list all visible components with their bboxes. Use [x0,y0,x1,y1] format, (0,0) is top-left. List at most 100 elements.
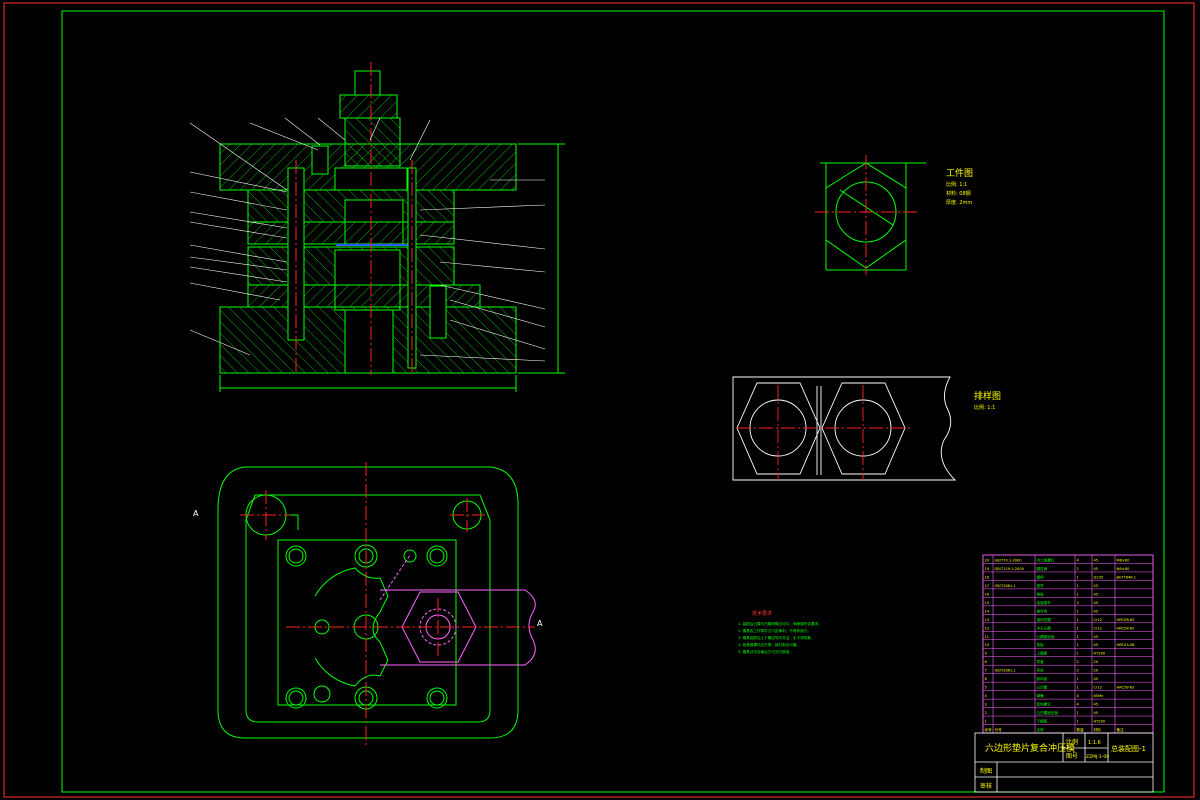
parts-list-cell: 13 [985,618,990,622]
parts-list-cell: 1 [1077,584,1079,588]
parts-list-cell: 4 [1077,703,1080,707]
parts-list-cell: HT200 [1094,720,1106,724]
parts-list-cell: 1 [1077,677,1079,681]
parts-list-cell: 45 [1094,711,1099,715]
workpiece-line-2: 材料: 08钢 [946,190,971,197]
parts-list-cell: 1 [1077,686,1079,690]
parts-list-cell: 18 [985,575,990,579]
parts-list-cell: 卸料板 [1037,676,1048,681]
outer-frame [3,2,1195,798]
parts-list-cell: 1 [1077,609,1079,613]
notes-item-3: 3. 模具装配后上下模应导向灵活，无卡滞现象。 [738,635,814,640]
scale-label: 比例 [1066,738,1078,746]
parts-list-cell: 圆柱销 [1037,566,1048,571]
parts-list-cell: 2 [1077,660,1079,664]
parts-list-cell: 代号 [995,727,1003,732]
parts-list-cell: 17 [985,584,990,588]
parts-list-cell: 45 [1094,601,1099,605]
parts-list-cell: 45 [1094,609,1099,613]
strip-layout-line-1: 比例: 1:1 [974,404,995,411]
parts-list-cell: 推件块 [1037,608,1048,613]
parts-list-cell: Φ8×60 [1117,567,1130,571]
parts-list-cell: 45 [1094,567,1099,571]
parts-list-cell: 16 [985,592,990,596]
section-view [189,62,565,392]
parts-list-cell: 1 [1077,652,1079,656]
lower-die-outline [217,466,519,739]
checker-label: 审核 [980,782,992,790]
parts-list-cell: 导柱 [1037,668,1045,673]
parts-list-cell: 4 [1077,694,1080,698]
parts-list-cell: 5 [985,686,987,690]
workpiece-view [815,155,926,275]
design-title: 六边形垫片复合冲压模 [985,742,1075,754]
section-label-right: A [537,619,543,628]
parts-list-cell: HRC58-62 [1117,618,1135,622]
parts-list-cell: 内六角螺钉 [1037,557,1055,562]
parts-list-cell: 冲孔凸模 [1037,625,1052,630]
parts-list-cell: 凸凹模固定板 [1037,710,1059,715]
parts-list-cell: 4 [985,694,988,698]
sheet-value: ZZMJ-1-00 [1086,754,1109,760]
parts-list-cell: 14 [985,609,990,613]
parts-list-cell: GB/T119.1-2000 [995,567,1025,571]
strip-layout-view [732,376,957,481]
parts-list-cell: 弹簧 [1037,693,1045,698]
notes-item-5: 5. 模具试冲合格后方可交付使用。 [738,649,793,654]
workpiece-line-1: 比例: 1:1 [946,181,967,188]
parts-list-cell: 落料凹模 [1037,617,1052,622]
technical-notes: 技术要求 1. 装配后凸模与凹模间隙应均匀，间隙值符合要求。 2. 模具各工作零… [738,610,822,654]
designer-label: 制图 [980,767,992,775]
parts-list-cell: HT200 [1094,652,1106,656]
parts-list-cell: Cr12 [1094,626,1103,630]
scale-value: 1:1.6 [1088,740,1101,746]
parts-list-cell: 凸模固定板 [1037,634,1055,639]
inner-frame [61,10,1165,793]
parts-list-cell: 1 [1077,575,1079,579]
parts-list-cell: 3 [1077,601,1079,605]
parts-list-cell: 推杆 [1037,583,1045,588]
parts-list-cell: Q235 [1094,575,1104,579]
parts-list-cell: 12 [985,626,990,630]
plan-view [217,462,536,745]
parts-list-cell: Cr12 [1094,618,1103,622]
notes-item-2: 2. 模具各工作零件刃口应锋利，不得有崩刃。 [738,628,811,633]
parts-list-cell: 2 [1077,669,1079,673]
parts-list-cell: 2 [985,711,987,715]
parts-list-cell: HRC43-48 [1117,643,1136,647]
notes-item-1: 1. 装配后凸模与凹模间隙应均匀，间隙值符合要求。 [738,621,822,626]
parts-list-cell: 数量 [1077,727,1085,732]
parts-list-cell: 45 [1094,584,1099,588]
parts-list-cell: 凸凹模 [1037,685,1048,690]
parts-list-cell: 下模座 [1037,719,1048,724]
parts-list-cell: 导套 [1037,659,1045,664]
die-shank [354,70,381,96]
parts-list-cell: HRC58-62 [1117,686,1135,690]
parts-list-cell: 序号 [985,727,993,732]
section-label-left: A [193,509,199,518]
parts-list-cell: 9 [985,652,988,656]
parts-list-cell: GB/T2861.1 [995,584,1016,588]
parts-list-cell: 20 [985,558,990,562]
parts-list-cell: M8×60 [1117,558,1131,562]
parts-list-cell: 45 [1094,592,1099,596]
parts-list-cell: 20 [1094,669,1099,673]
parts-list-cell: 上模座 [1037,651,1048,656]
parts-list-cell: 1 [1077,626,1079,630]
parts-list-cell: 4 [1077,558,1080,562]
parts-list-cell: GB/T2861.1 [995,669,1016,673]
notes-title: 技术要求 [752,610,772,617]
parts-list-cell: 垫板 [1037,642,1045,647]
parts-list-cell: 模柄 [1037,574,1045,579]
parts-list-cell: Cr12 [1094,686,1103,690]
workpiece-title: 工件图 [946,167,973,179]
parts-list-cell: 1 [1077,618,1079,622]
parts-list-cell: GB/T70.1-2000 [995,558,1023,562]
parts-list-cell: 1 [1077,592,1079,596]
parts-list-cell: 45 [1094,703,1099,707]
parts-list-cell: 连接推杆 [1037,600,1052,605]
die-plate-square [277,539,457,706]
parts-list-cell: 名称 [1037,727,1045,732]
